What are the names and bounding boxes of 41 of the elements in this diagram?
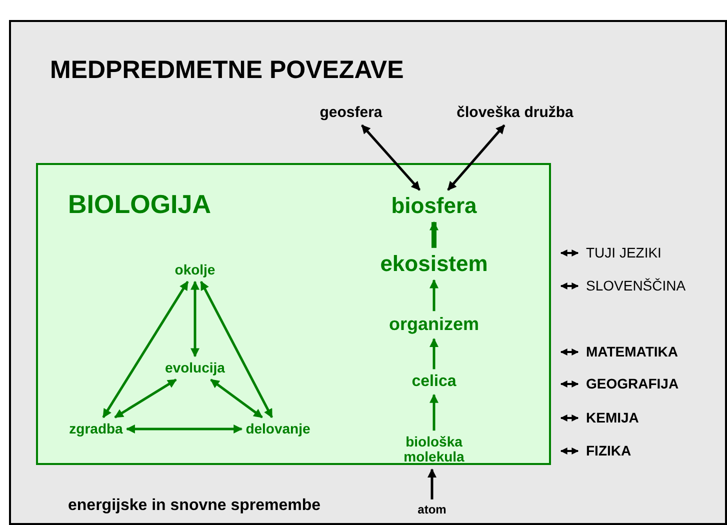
concept-label: biološka molekula: [389, 434, 479, 466]
concept-label: celica: [412, 373, 456, 391]
concept-label: atom: [418, 503, 446, 517]
arrow: [560, 380, 579, 388]
concept-label: zgradba: [69, 421, 123, 437]
arrow: [430, 221, 438, 248]
arrow: [430, 279, 438, 312]
footer-note: energijske in snovne spremembe: [68, 497, 321, 515]
arrow: [560, 414, 579, 422]
arrow: [428, 468, 436, 500]
concept-label: okolje: [174, 262, 216, 278]
concept-label: delovanje: [246, 421, 310, 437]
arrow: [114, 378, 177, 418]
arrow: [447, 124, 506, 191]
concept-label: evolucija: [165, 360, 225, 376]
subject-panel: [36, 163, 551, 465]
subject-label: FIZIKA: [586, 443, 632, 459]
subject-label: GEOGRAFIJA: [586, 376, 679, 392]
arrow: [430, 338, 438, 370]
arrow: [560, 348, 579, 356]
arrow: [361, 124, 421, 191]
concept-label: geosfera: [320, 104, 382, 122]
concept-label: ekosistem: [380, 252, 488, 276]
subject-label: SLOVENŠČINA: [586, 278, 686, 294]
arrow: [210, 378, 263, 418]
concept-label: biosfera: [391, 194, 477, 218]
arrow: [560, 250, 579, 256]
arrow: [560, 448, 579, 454]
subject-label: KEMIJA: [586, 410, 639, 426]
concept-label: človeška družba: [456, 104, 574, 122]
subject-label: TUJI JEZIKI: [586, 245, 662, 261]
subject-label: MATEMATIKA: [586, 344, 678, 360]
arrow: [430, 394, 438, 431]
concept-label: organizem: [388, 315, 480, 335]
arrow: [102, 280, 189, 418]
arrow: [126, 424, 243, 434]
panel-heading: BIOLOGIJA: [68, 189, 212, 220]
arrow: [190, 280, 200, 358]
arrow: [560, 282, 579, 290]
slide-title: MEDPREDMETNE POVEZAVE: [50, 56, 404, 85]
arrow: [200, 280, 273, 418]
